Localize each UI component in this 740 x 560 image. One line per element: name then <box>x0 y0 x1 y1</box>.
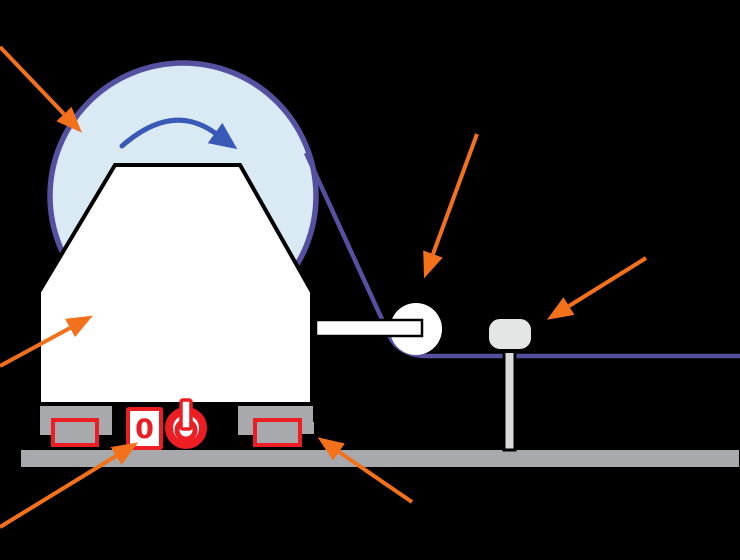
guide-post <box>502 344 517 452</box>
pulley-arm <box>314 318 424 338</box>
callout-arrow-machine-body <box>0 315 93 368</box>
callout-arrow-spool <box>0 45 82 133</box>
ground <box>19 448 740 469</box>
left-foot <box>40 406 112 447</box>
power-switch: 0 <box>126 407 163 450</box>
right-foot-tab-right <box>301 422 314 434</box>
right-foot <box>238 406 314 447</box>
callout-arrow-cable-guide <box>546 256 648 320</box>
callout-arrows <box>0 45 648 529</box>
left-foot-tab-left <box>40 422 52 435</box>
callout-arrow-pulley <box>423 133 479 279</box>
left-foot-tab-right <box>97 422 112 435</box>
power-switch-box <box>126 407 163 450</box>
rotation-arrow-icon <box>119 117 238 150</box>
power-button-icon <box>165 398 207 449</box>
right-foot-damper <box>253 418 302 447</box>
right-foot-tab-left <box>238 422 253 435</box>
power-switch-label: 0 <box>135 414 154 445</box>
power-button-stem <box>179 398 193 431</box>
cable-guide <box>485 315 535 353</box>
power-button-arc <box>174 420 198 442</box>
left-foot-damper <box>51 418 99 447</box>
machine-body <box>37 163 314 406</box>
callout-arrow-right-foot <box>317 437 414 504</box>
callout-arrow-power-switch <box>0 442 139 529</box>
